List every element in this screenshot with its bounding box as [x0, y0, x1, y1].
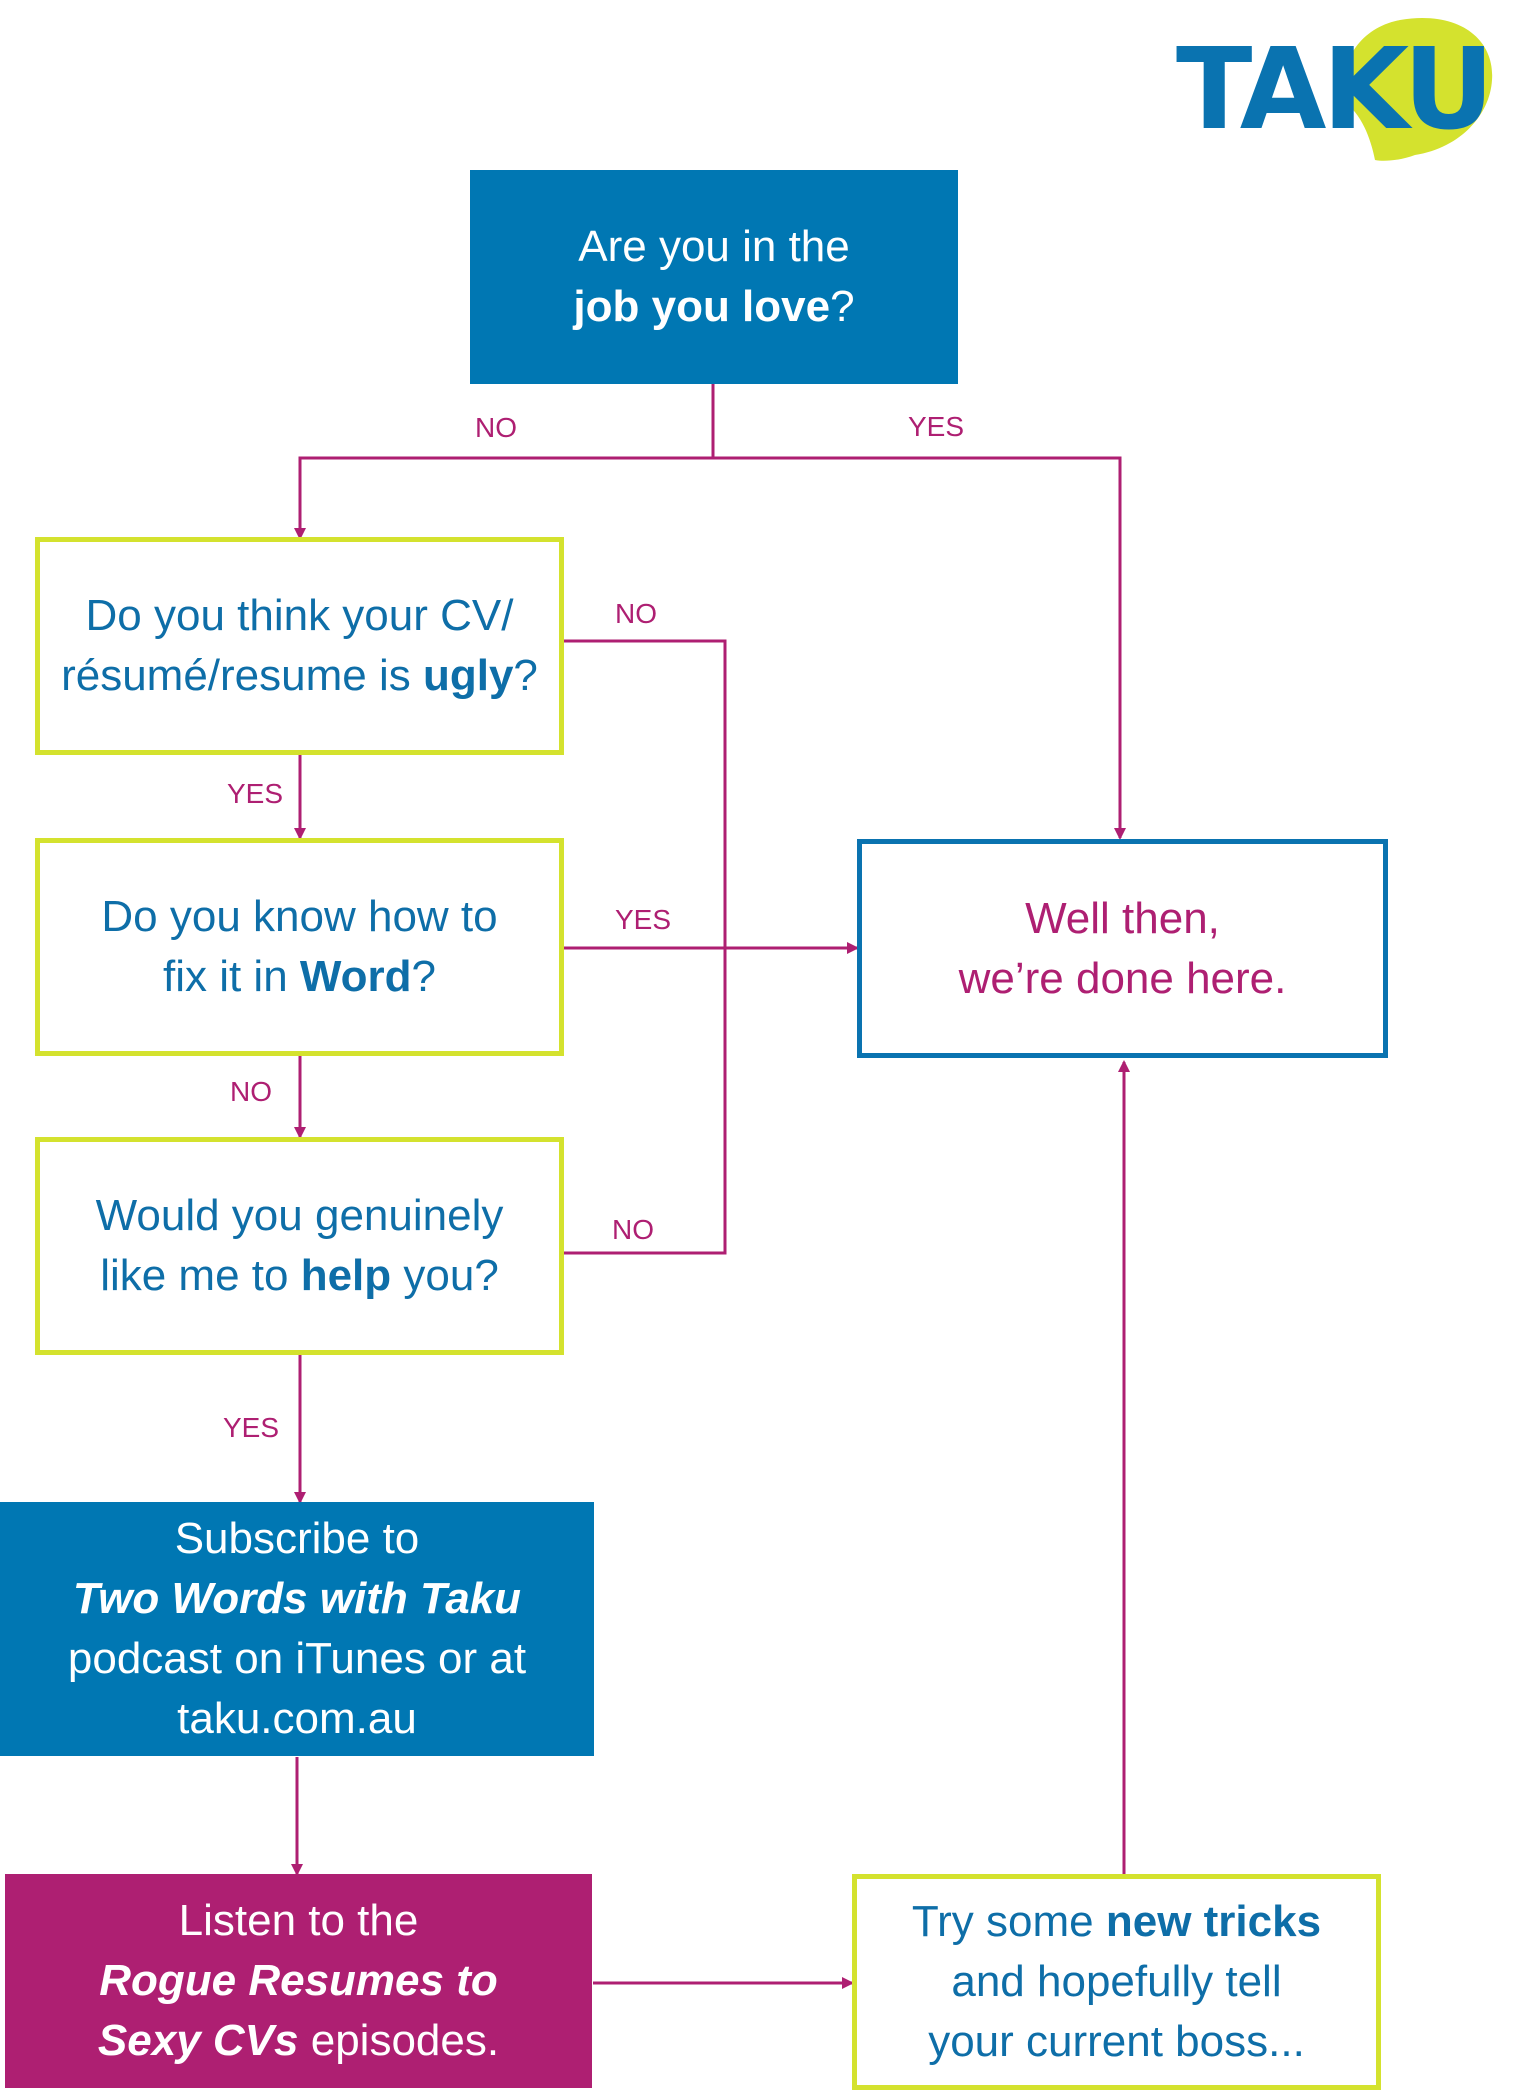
- episode-title-part1: Rogue Resumes to: [99, 1956, 498, 2005]
- action-subscribe-line1: Subscribe to: [174, 1514, 420, 1563]
- action-tricks-bold: new tricks: [1105, 1897, 1322, 1946]
- action-subscribe: Subscribe to Two Words with Taku podcast…: [0, 1502, 594, 1756]
- outcome-done-line1: Well then,: [1025, 893, 1220, 943]
- edge-help-no: [563, 948, 727, 1255]
- label-cv-no: NO: [615, 598, 657, 629]
- outcome-done-line2: we’re done here.: [958, 953, 1287, 1003]
- outcome-done: Well then, we’re done here.: [857, 839, 1388, 1058]
- question-fix-word-bold: Word: [299, 952, 412, 1001]
- label-job-yes: YES: [908, 411, 965, 442]
- action-tricks-line2: and hopefully tell: [951, 1957, 1282, 2006]
- question-help-you-line1: Would you genuinely: [95, 1191, 504, 1240]
- question-help-you: Would you genuinely like me to help you?: [35, 1137, 564, 1355]
- question-job-love: Are you in the job you love?: [470, 170, 958, 384]
- label-help-yes: YES: [223, 1412, 280, 1443]
- label-word-no: NO: [230, 1076, 272, 1107]
- podcast-title: Two Words with Taku: [72, 1574, 522, 1623]
- edge-job-no: [294, 456, 713, 540]
- question-cv-ugly: Do you think your CV/ résumé/resume is u…: [35, 537, 564, 755]
- action-tricks-line3: your current boss...: [928, 2017, 1305, 2066]
- question-fix-word: Do you know how to fix it in Word?: [35, 838, 564, 1056]
- edge-cv-no: [563, 639, 727, 948]
- action-listen: Listen to the Rogue Resumes to Sexy CVs …: [5, 1874, 592, 2088]
- label-job-no: NO: [475, 412, 517, 443]
- question-fix-word-line1: Do you know how to: [101, 892, 498, 941]
- question-cv-ugly-bold: ugly: [422, 651, 514, 700]
- question-job-love-bold: job you love: [573, 282, 831, 331]
- label-word-yes: YES: [615, 904, 672, 935]
- edge-job-yes: [713, 456, 1126, 840]
- action-tricks: Try some new tricks and hopefully tell y…: [852, 1874, 1381, 2090]
- question-job-love-line1: Are you in the: [578, 222, 850, 271]
- question-cv-ugly-line1: Do you think your CV/: [85, 591, 514, 640]
- taku-logo: TAKU: [1176, 18, 1494, 161]
- speech-bubble-shape: [1341, 18, 1493, 161]
- logo-text: TAKU: [1176, 25, 1490, 155]
- label-help-no: NO: [612, 1214, 654, 1245]
- action-listen-line1: Listen to the: [178, 1896, 419, 1945]
- action-subscribe-line3: podcast on iTunes or at: [67, 1634, 527, 1683]
- episode-title-part2: Sexy CVs: [97, 2016, 299, 2065]
- question-help-you-bold: help: [300, 1251, 392, 1300]
- label-cv-yes: YES: [227, 778, 284, 809]
- website-link: taku.com.au: [177, 1694, 417, 1743]
